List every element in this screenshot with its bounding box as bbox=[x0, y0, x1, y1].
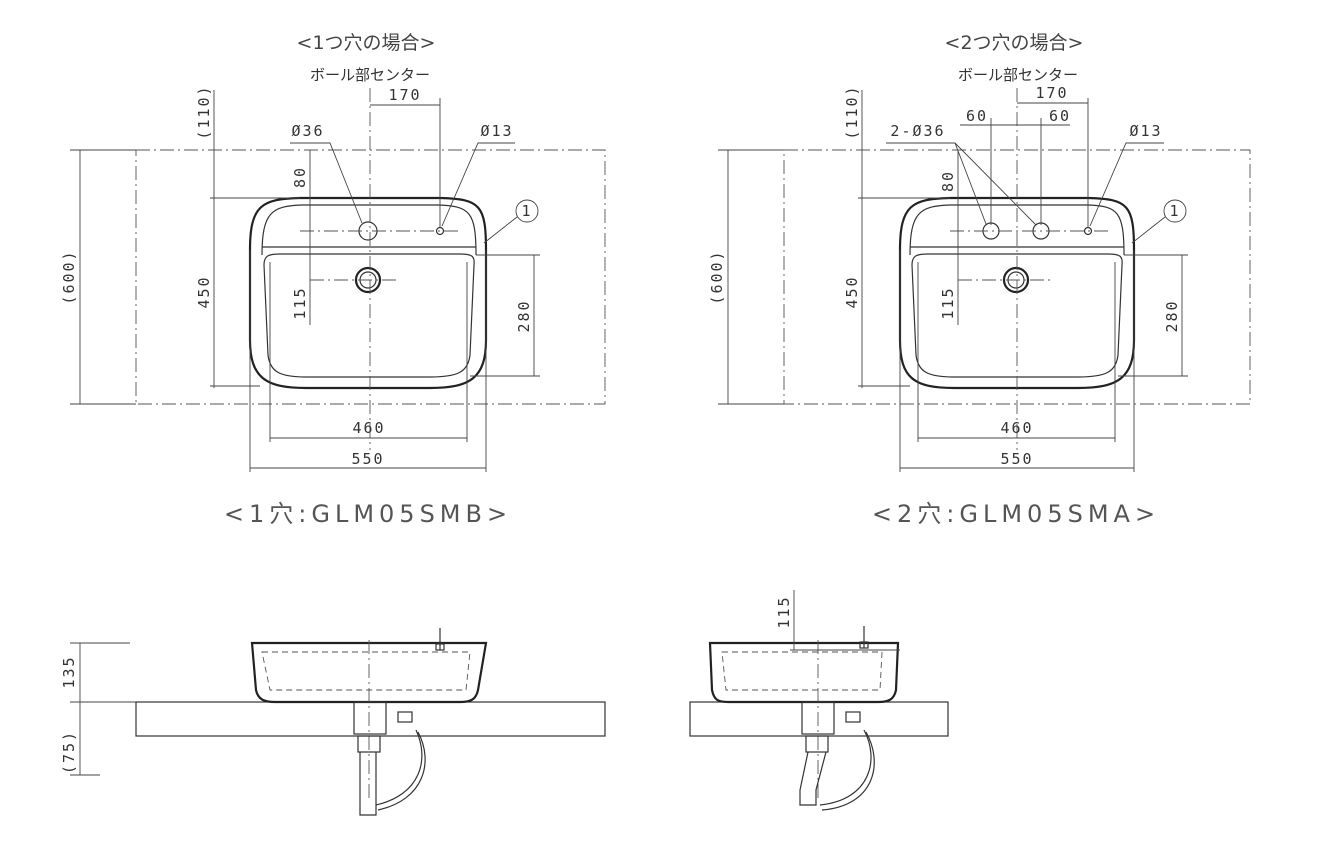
dim-110: (110) bbox=[195, 84, 213, 139]
caption-one-hole: <1穴:GLM05SMB> bbox=[224, 500, 512, 528]
dim-115: 115 bbox=[775, 595, 793, 628]
side-view-two-hole: 115 bbox=[689, 590, 949, 811]
dim-75: (75) bbox=[60, 730, 78, 774]
svg-text:1: 1 bbox=[1169, 202, 1180, 220]
drain-body bbox=[801, 701, 835, 735]
callout-1 bbox=[515, 199, 539, 223]
bowl-center-label: ボール部センター bbox=[958, 66, 1078, 84]
dim-80: 80 bbox=[291, 166, 309, 188]
hose bbox=[375, 729, 423, 806]
caption-two-hole: <2穴:GLM05SMA> bbox=[872, 500, 1160, 528]
dim-600: (600) bbox=[60, 249, 78, 304]
dim-280: 280 bbox=[1163, 299, 1181, 332]
counter-slab bbox=[135, 701, 606, 737]
svg-text:1: 1 bbox=[521, 202, 532, 220]
dim-460: 460 bbox=[352, 419, 385, 437]
dim-170: 170 bbox=[1035, 84, 1068, 102]
dim-115: 115 bbox=[291, 286, 309, 319]
label-hole-36: Ø36 bbox=[291, 122, 324, 140]
dim-280: 280 bbox=[515, 299, 533, 332]
callout-1 bbox=[1163, 199, 1187, 223]
dim-115: 115 bbox=[939, 286, 957, 319]
dim-60-left: 60 bbox=[966, 107, 988, 125]
label-hole-13: Ø13 bbox=[480, 122, 513, 140]
heading-one-hole: <1つ穴の場合> bbox=[297, 32, 436, 54]
dim-60-right: 60 bbox=[1049, 107, 1071, 125]
counter-slab bbox=[689, 701, 949, 737]
drain bbox=[354, 266, 382, 294]
basin-rim bbox=[909, 204, 1125, 256]
basin-side bbox=[708, 641, 900, 704]
dim-600: (600) bbox=[708, 249, 726, 304]
dim-450: 450 bbox=[195, 275, 213, 308]
plan-view-one-hole: <1つ穴の場合> ボール部センター 170 (110) Ø36 Ø13 80 bbox=[60, 32, 606, 528]
dim-550: 550 bbox=[351, 450, 384, 468]
bowl-inner bbox=[911, 253, 1123, 378]
drain bbox=[1002, 266, 1030, 294]
side-view-one-hole: 135 (75) bbox=[60, 628, 606, 816]
dim-135: 135 bbox=[60, 655, 78, 688]
bowl-center-label: ボール部センター bbox=[310, 66, 430, 84]
drain-pipe bbox=[799, 751, 827, 806]
dim-80: 80 bbox=[939, 170, 957, 192]
dim-110: (110) bbox=[843, 84, 861, 139]
dim-460: 460 bbox=[1000, 419, 1033, 437]
hose bbox=[819, 729, 872, 806]
dim-550: 550 bbox=[1000, 450, 1033, 468]
drain-pipe bbox=[359, 752, 377, 816]
plan-view-two-hole: <2つ穴の場合> ボール部センター 170 60 60 (110) 2-Ø36 bbox=[708, 32, 1251, 528]
dim-450: 450 bbox=[843, 275, 861, 308]
basin-side bbox=[250, 641, 488, 704]
counter-outline bbox=[135, 149, 606, 405]
bowl-inner bbox=[263, 253, 475, 378]
label-hole-13: Ø13 bbox=[1129, 122, 1162, 140]
dim-170: 170 bbox=[388, 86, 421, 104]
drain-body bbox=[353, 701, 387, 735]
basin-rim bbox=[261, 204, 477, 256]
label-hole-36: 2-Ø36 bbox=[890, 122, 945, 140]
heading-two-hole: <2つ穴の場合> bbox=[945, 32, 1084, 54]
